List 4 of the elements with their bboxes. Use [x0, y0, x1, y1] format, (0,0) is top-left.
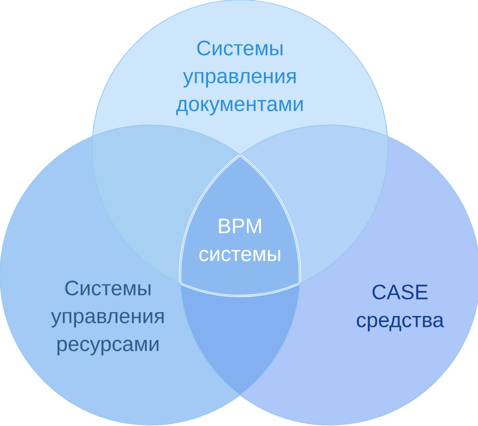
venn-label: CASE средства	[356, 284, 444, 332]
venn-label: Системы управления ресурсами	[51, 280, 164, 356]
venn-label: Системы управления документами	[176, 40, 303, 116]
venn-label: BPM системы	[199, 218, 280, 262]
